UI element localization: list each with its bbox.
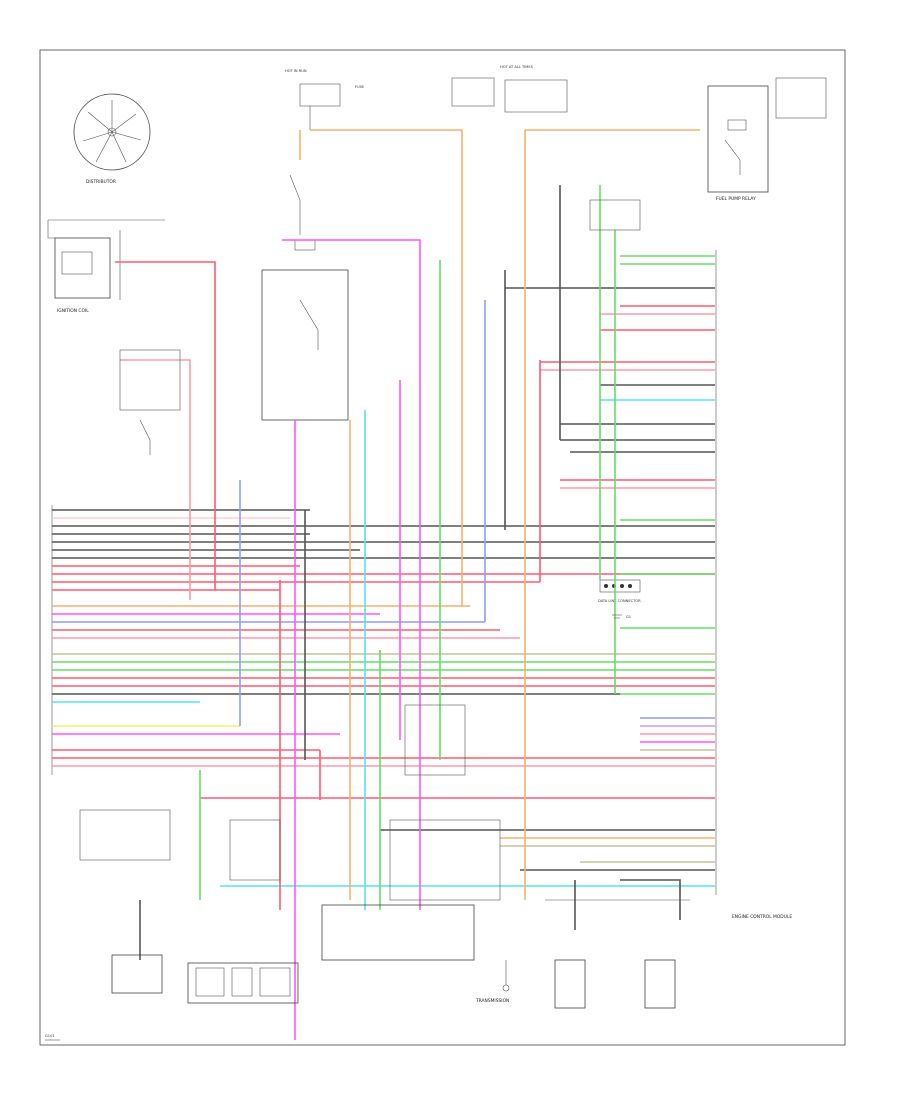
distributor-label: DISTRIBUTOR	[86, 179, 116, 185]
diagram-frame	[39, 49, 846, 1046]
wire-bus	[52, 509, 715, 767]
ground-g101: G101	[45, 1034, 60, 1041]
ecm-connector: ENGINE CONTROL MODULE	[715, 250, 792, 920]
ground-g101-label: G101	[45, 1034, 55, 1038]
fuel-pump-relay: FUEL PUMP RELAY	[707, 77, 827, 202]
hot-in-run-label: HOT IN RUN	[285, 69, 307, 73]
transmission-label: TRANSMISSION	[475, 998, 509, 1004]
ignition-coil: IGNITION COIL	[47, 219, 165, 314]
data-link-connector: DATA LINK CONNECTOR	[598, 579, 641, 603]
fuse-label-run: FUSE	[355, 85, 365, 89]
data-link-connector-label: DATA LINK CONNECTOR	[598, 599, 641, 603]
ecm-label: ENGINE CONTROL MODULE	[732, 914, 792, 920]
fuse-block-run: HOT IN RUN FUSE	[285, 69, 365, 130]
misc-components	[79, 199, 641, 901]
ignition-coil-label: IGNITION COIL	[57, 308, 89, 314]
fuel-pump-relay-label: FUEL PUMP RELAY	[716, 196, 756, 202]
ground-g1-label: G1	[626, 615, 631, 619]
bottom-components: TRANSMISSION	[111, 899, 690, 1009]
ground-g1: G1	[612, 614, 631, 619]
fuse-block-battery: HOT AT ALL TIMES	[451, 65, 568, 113]
wire-verticals	[115, 129, 700, 1040]
distributor: DISTRIBUTOR	[73, 93, 151, 185]
wire-ecm-side	[200, 255, 715, 887]
hot-at-all-times-label: HOT AT ALL TIMES	[500, 65, 534, 69]
center-switch-box	[261, 174, 349, 421]
